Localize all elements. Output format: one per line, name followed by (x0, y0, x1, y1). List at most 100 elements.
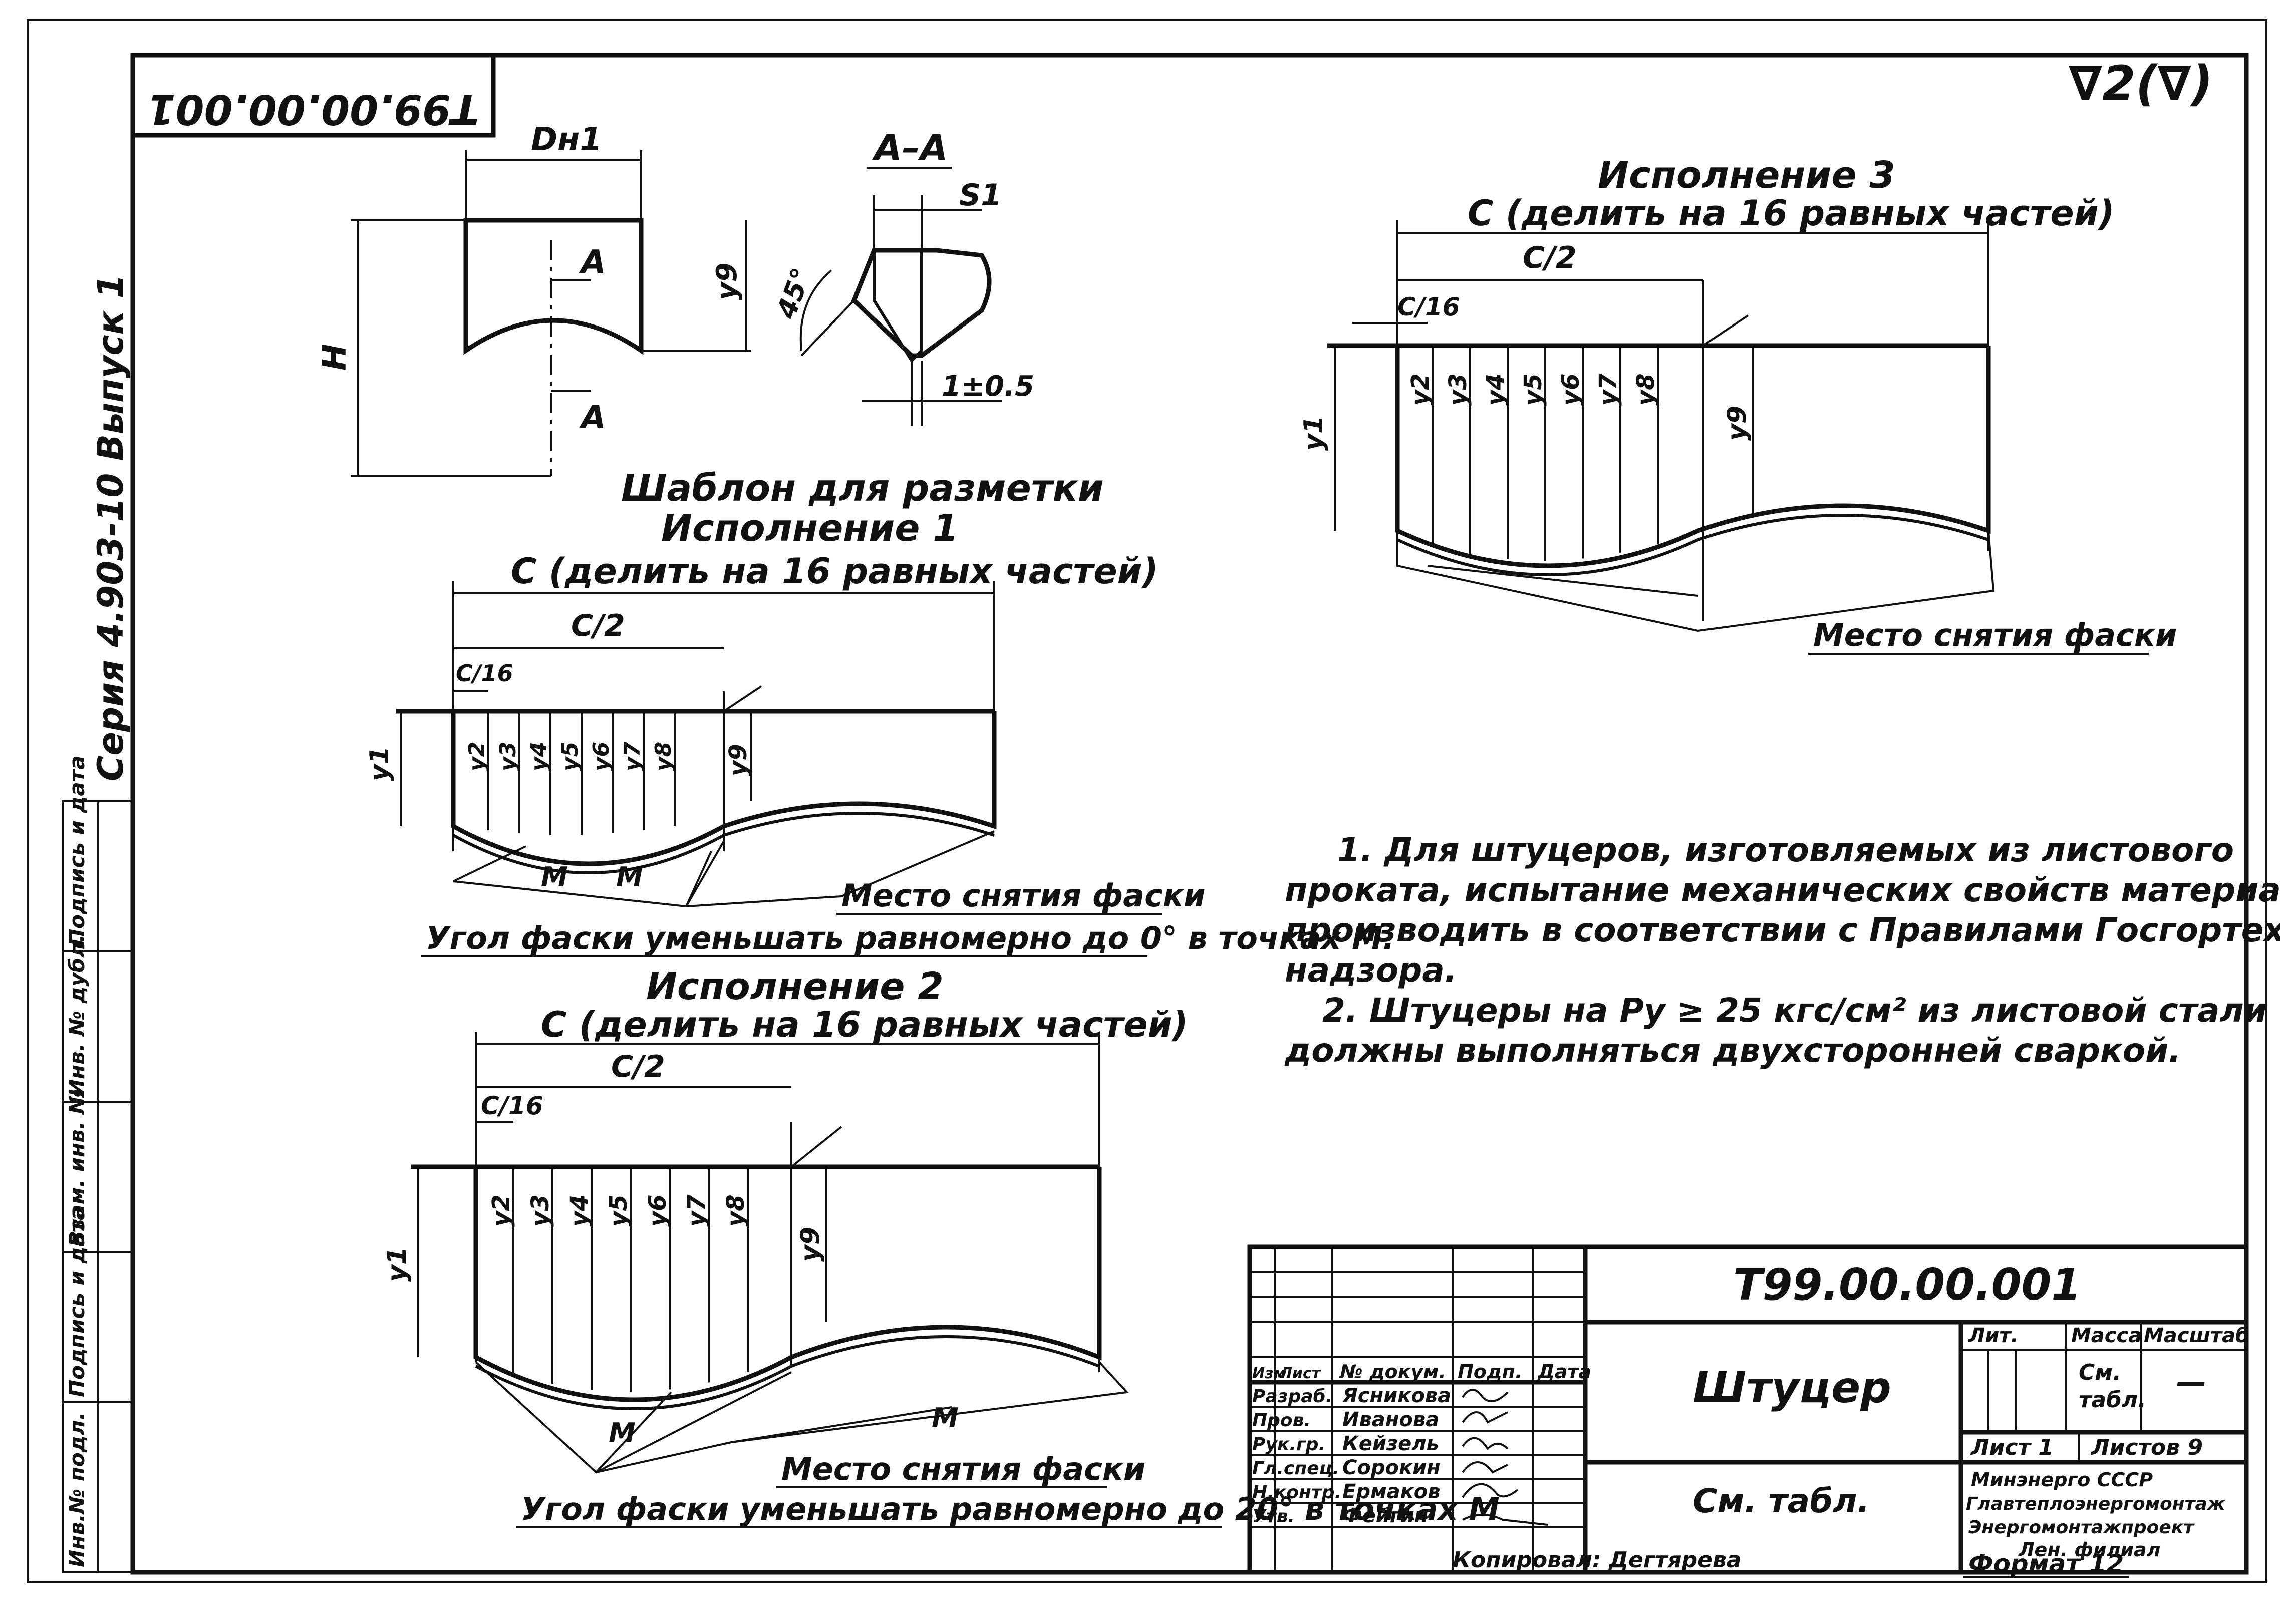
tb-scale-value: — (2176, 1365, 2206, 1400)
tb-header-2: № докум. (1339, 1361, 1446, 1383)
y-dimension-label: y4 (1482, 373, 1510, 406)
execution-2: Исполнение 2 С (делить на 16 равных част… (382, 965, 1500, 1528)
copied-by: Копировал: Дегтярева (1453, 1547, 1741, 1573)
s1-label: S1 (959, 178, 1002, 213)
tb-header-3: Подп. (1458, 1361, 1522, 1383)
y-dimension-label: y8 (651, 742, 676, 771)
note-line-1: проката, испытание механических свойств … (1285, 871, 2280, 909)
side-stamp-2: Взам. инв. № (65, 1089, 89, 1247)
section-title: А–А (872, 127, 948, 169)
exec3-c16-label: C/16 (1397, 292, 1460, 321)
angle-label: 45° (770, 264, 817, 323)
exec1-m-right: M (616, 861, 643, 893)
template-title: Шаблон для разметки (621, 467, 1104, 510)
note-line-3: надзора. (1285, 951, 1457, 990)
exec3-c2-label: C/2 (1523, 240, 1577, 275)
exec3-y9: y9 (1722, 406, 1752, 441)
h-label: H (317, 344, 354, 371)
tb-name-0: Ясникова (1342, 1384, 1451, 1407)
y-dimension-label: y2 (464, 742, 490, 771)
tb-role-0: Разраб. (1252, 1386, 1332, 1407)
exec2-y9: y9 (795, 1227, 825, 1262)
y-dimension-label: y3 (526, 1194, 554, 1227)
y-dimension-label: y4 (526, 742, 552, 771)
technical-notes: 1. Для штуцеров, изготовляемых из листов… (1284, 831, 2280, 1070)
tb-mass-value-1: См. (2079, 1360, 2121, 1385)
y-dimension-label: y3 (1444, 373, 1472, 406)
exec3-title: Исполнение 3 (1598, 154, 1895, 197)
tb-material: См. табл. (1693, 1482, 1870, 1520)
section-aa: А–А S1 45° 1±0.5 (770, 127, 1034, 426)
tb-header-1: Лист (1279, 1365, 1321, 1382)
y-dimension-label: y2 (1406, 373, 1435, 406)
exec2-y1: y1 (382, 1247, 412, 1282)
tb-name-2: Кейзель (1342, 1432, 1439, 1455)
exec2-c2-label: C/2 (611, 1049, 665, 1084)
note-line-4: 2. Штуцеры на Pу ≥ 25 кгс/см² из листово… (1322, 991, 2267, 1030)
tb-mass: Масса (2071, 1324, 2142, 1347)
y-dimension-label: y7 (683, 1194, 711, 1227)
y-dimension-label: y6 (589, 742, 614, 771)
exec1-note: Угол фаски уменьшать равномерно до 0° в … (426, 920, 1394, 956)
exec3-chamfer: Место снятия фаски (1813, 617, 2177, 654)
execution-3: Исполнение 3 С (делить на 16 равных част… (1299, 154, 2177, 655)
template-subtitle: Исполнение 1 (661, 507, 959, 550)
tb-role-2: Рук.гр. (1252, 1434, 1325, 1455)
signatures (1462, 1389, 1548, 1526)
tb-name-5: Фейгин (1342, 1504, 1428, 1527)
tb-name-3: Сорокин (1342, 1456, 1441, 1479)
exec2-title: Исполнение 2 (646, 965, 944, 1008)
template-view: Dн1 H y9 A A (317, 121, 751, 477)
note-line-2: производить в соответствии с Правилами Г… (1285, 911, 2280, 949)
tb-role-3: Гл.спец. (1252, 1458, 1339, 1479)
tb-org-2: Энергомонтажпроект (1968, 1517, 2195, 1538)
side-strip: Инв.№ подл. Подпись и дата Взам. инв. № … (62, 274, 134, 1573)
y-dimension-label: y2 (487, 1194, 515, 1227)
y-dimension-label: y5 (557, 742, 583, 771)
exec2-m-left: M (609, 1417, 636, 1449)
exec1-c-label: С (делить на 16 равных частей) (511, 551, 1158, 592)
series-label: Серия 4.903-10 Выпуск 1 (90, 274, 131, 781)
tb-name-1: Иванова (1342, 1408, 1439, 1431)
side-stamp-1: Подпись и дата (65, 1206, 89, 1397)
section-mark-bottom: A (579, 399, 606, 436)
exec1-y1: y1 (365, 746, 395, 781)
section-mark-top: A (579, 244, 606, 281)
title-block-grid (1250, 1247, 1585, 1572)
y-dimension-label: y7 (620, 741, 645, 771)
template-y9: y9 (711, 263, 743, 300)
exec3-y1: y1 (1299, 416, 1329, 451)
exec2-note: Угол фаски уменьшать равномерно до 20° в… (521, 1491, 1500, 1527)
tb-scale: Масштаб (2144, 1324, 2249, 1347)
tb-org-1: Главтеплоэнергомонтаж (1966, 1494, 2226, 1514)
inner-frame (130, 53, 2249, 1575)
y-dimension-label: y8 (1632, 373, 1660, 406)
exec2-c16-label: C/16 (481, 1091, 543, 1120)
tb-role-1: Пров. (1252, 1410, 1311, 1431)
note-line-0: 1. Для штуцеров, изготовляемых из листов… (1337, 831, 2234, 869)
dn-label: Dн1 (531, 121, 602, 158)
exec1-chamfer: Место снятия фаски (841, 877, 1205, 914)
y-dimension-label: y8 (722, 1194, 750, 1227)
tb-role-5: Утв. (1252, 1506, 1295, 1527)
exec1-c2-label: C/2 (571, 608, 625, 643)
tb-header-4: Дата (1537, 1361, 1591, 1383)
y-dimension-label: y5 (605, 1194, 633, 1227)
tb-lit: Лит. (1968, 1324, 2019, 1347)
execution-1: С (делить на 16 равных частей) C/2 C/16 … (365, 551, 1394, 957)
tb-mass-value-2: табл. (2079, 1387, 2146, 1413)
tb-org-3: Лен. филиал (2018, 1539, 2161, 1561)
gap-label: 1±0.5 (942, 370, 1034, 403)
exec1-m-left: M (541, 861, 568, 893)
y-dimension-label: y6 (1557, 373, 1585, 406)
tb-sheets: Листов 9 (2090, 1435, 2203, 1460)
exec2-chamfer: Место снятия фаски (781, 1451, 1145, 1487)
tb-designation: Т99.00.00.001 (1733, 1260, 2081, 1310)
y-dimension-label: y7 (1594, 373, 1622, 406)
outer-frame (27, 19, 2267, 1583)
y-dimension-label: y3 (495, 742, 521, 771)
format-label: Формат 12 (1968, 1549, 2124, 1578)
